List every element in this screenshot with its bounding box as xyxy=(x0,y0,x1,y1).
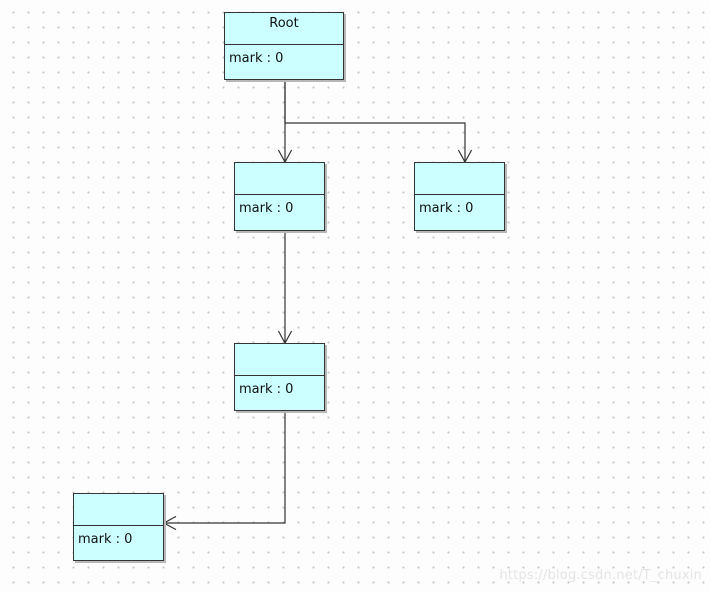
edge-line xyxy=(284,80,466,162)
node-c-title xyxy=(235,344,324,376)
edge-a-to-c[interactable] xyxy=(277,231,293,345)
node-d-title xyxy=(74,494,163,526)
node-a-attribute: mark : 0 xyxy=(239,201,294,216)
node-c-attribute: mark : 0 xyxy=(239,382,294,397)
node-root[interactable]: Root mark : 0 xyxy=(224,12,344,80)
node-b-attribute: mark : 0 xyxy=(419,201,474,216)
node-b[interactable]: mark : 0 xyxy=(414,162,505,231)
node-d[interactable]: mark : 0 xyxy=(73,493,164,561)
edge-root-to-b[interactable] xyxy=(284,80,473,164)
node-c[interactable]: mark : 0 xyxy=(234,343,325,411)
watermark-text: https://blog.csdn.net/T_chuxin xyxy=(499,568,702,583)
edge-line xyxy=(164,411,286,524)
node-b-title xyxy=(415,163,504,195)
arrowhead-icon xyxy=(162,515,177,531)
node-root-title: Root xyxy=(225,13,343,45)
node-d-attribute: mark : 0 xyxy=(78,532,133,547)
node-a-title xyxy=(235,163,324,195)
node-a[interactable]: mark : 0 xyxy=(234,162,325,231)
edge-c-to-d[interactable] xyxy=(162,411,286,531)
node-root-attribute: mark : 0 xyxy=(229,51,284,66)
